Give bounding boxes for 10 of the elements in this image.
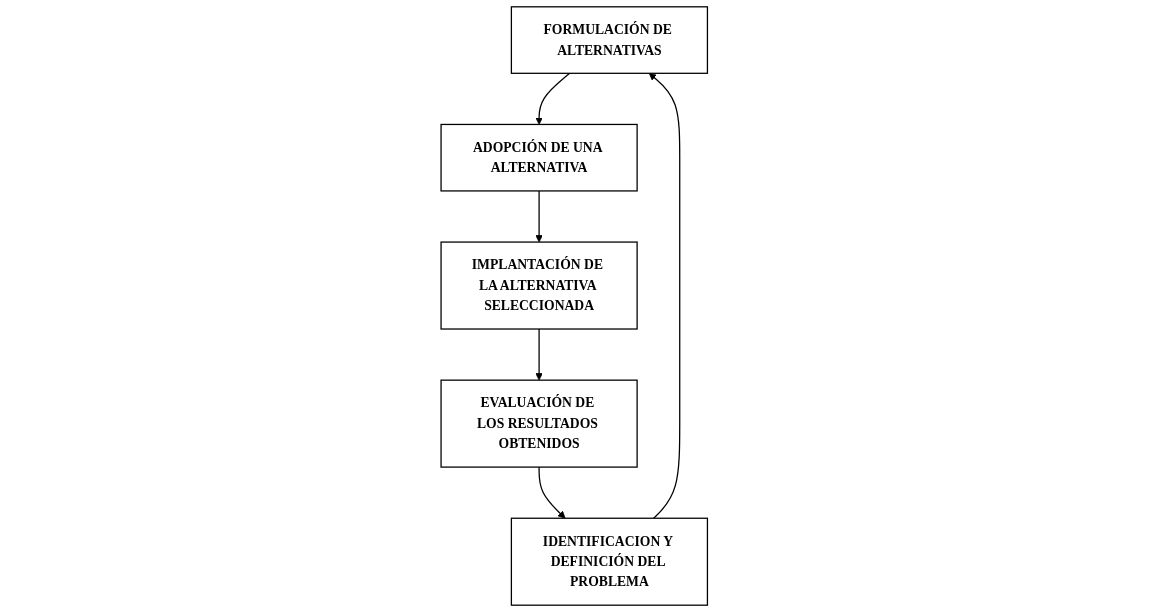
arrow: [538, 466, 566, 519]
node-box: EVALUACIÓN DE LOS RESULTADOS OBTENIDOS: [440, 379, 638, 468]
arrow: [649, 72, 681, 519]
arrow: [535, 72, 571, 125]
node-box: ADOPCIÓN DE UNA ALTERNATIVA: [440, 123, 638, 192]
arrow: [535, 328, 544, 381]
node-box: IDENTIFICACION Y DEFINICIÓN DEL PROBLEMA: [511, 517, 709, 606]
arrow: [535, 190, 544, 243]
node-box: FORMULACIÓN DE ALTERNATIVAS: [511, 6, 709, 74]
node-box: IMPLANTACIÓN DE LA ALTERNATIVA SELECCIONADA: [440, 241, 638, 330]
